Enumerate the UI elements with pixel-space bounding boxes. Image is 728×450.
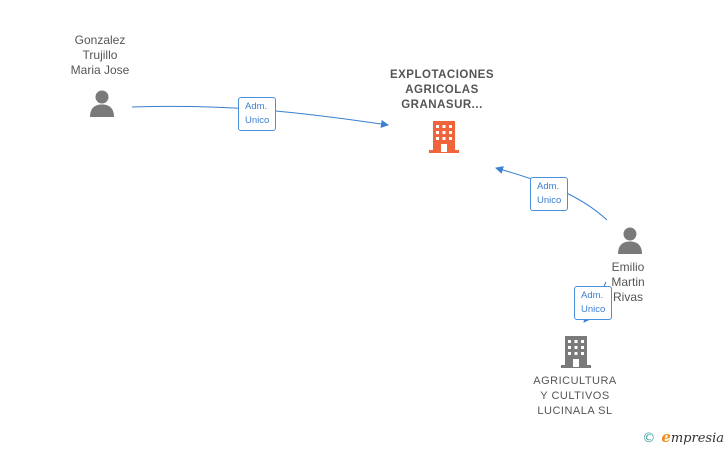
building-icon[interactable] bbox=[560, 334, 592, 369]
company-name-agricultura[interactable]: AGRICULTURA Y CULTIVOS LUCINALA SL bbox=[533, 375, 617, 417]
copyright-icon: © bbox=[642, 431, 656, 446]
brand-name: mpresia bbox=[670, 431, 724, 446]
building-icon[interactable] bbox=[428, 119, 460, 154]
company-name-explotaciones[interactable]: EXPLOTACIONES AGRICOLAS GRANASUR... bbox=[389, 69, 495, 111]
edge-label-badge: Adm. Unico bbox=[574, 286, 613, 320]
person-icon[interactable] bbox=[88, 89, 116, 117]
person-name-gonzalez[interactable]: Gonzalez Trujillo Maria Jose bbox=[70, 33, 130, 77]
person-icon[interactable] bbox=[616, 226, 644, 254]
edge-label-badge: Adm. Unico bbox=[530, 177, 569, 211]
brand-logo-initial: e bbox=[661, 428, 671, 446]
person-name-emilio[interactable]: Emilio Martin Rivas bbox=[611, 260, 645, 304]
brand-watermark: © empresia bbox=[642, 428, 724, 446]
edge-label-badge: Adm. Unico bbox=[238, 97, 277, 131]
